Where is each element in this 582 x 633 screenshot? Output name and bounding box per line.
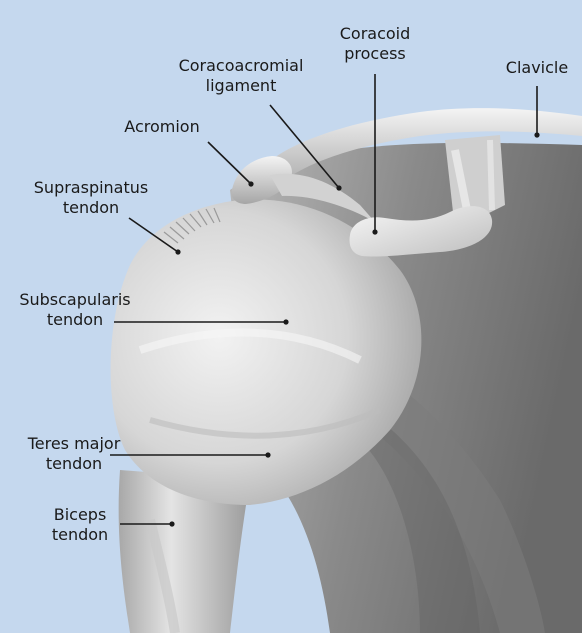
label-supraspinatus-tendon: Supraspinatus tendon	[26, 178, 156, 218]
label-acromion: Acromion	[112, 117, 212, 137]
leader-acromion	[208, 142, 251, 184]
label-biceps-tendon: Biceps tendon	[42, 505, 118, 545]
label-teres-major-tendon: Teres major tendon	[14, 434, 134, 474]
label-coracoacromial-ligament: Coracoacromial ligament	[166, 56, 316, 96]
label-coracoid-process: Coracoid process	[330, 24, 420, 64]
label-clavicle: Clavicle	[498, 58, 576, 78]
label-subscapularis-tendon: Subscapularis tendon	[12, 290, 138, 330]
